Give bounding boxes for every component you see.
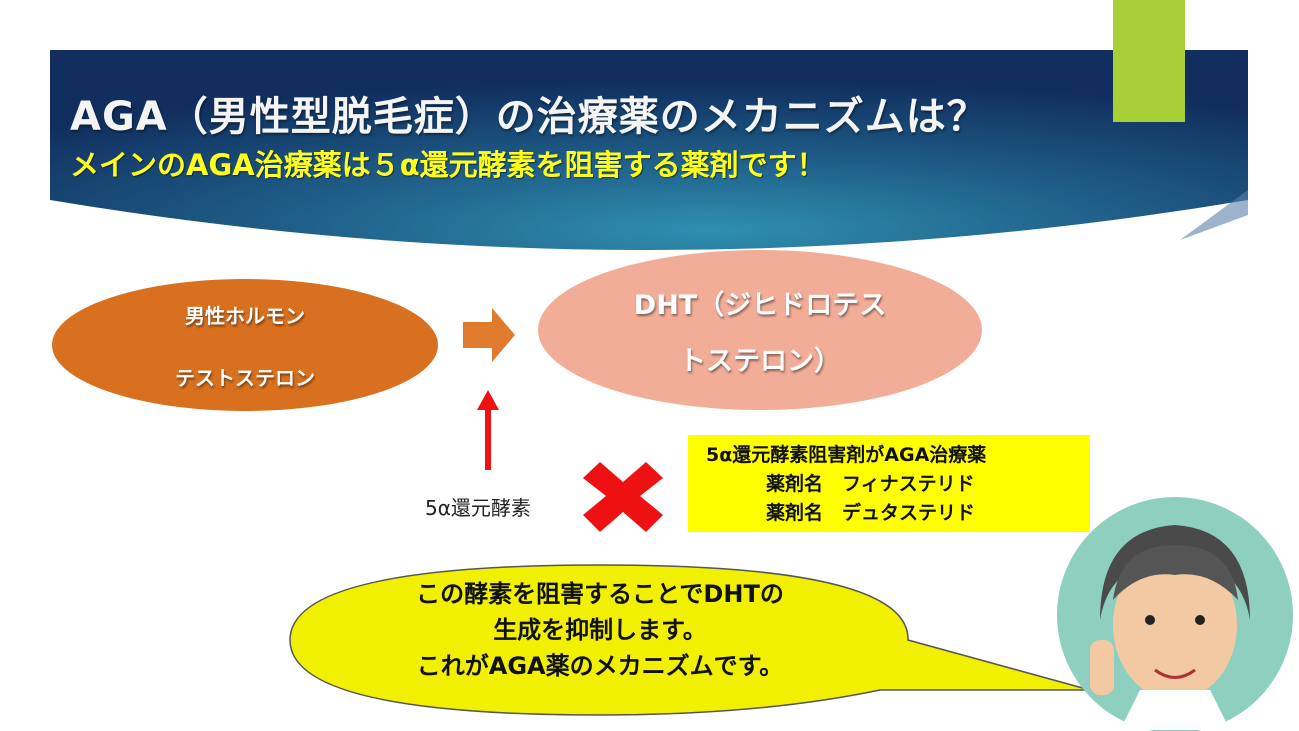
cross-icon (583, 462, 663, 532)
bubble-line3: これがAGA薬のメカニズムです。 (416, 652, 784, 680)
right-arrow-icon (463, 308, 515, 362)
testosterone-ellipse (52, 279, 438, 411)
green-accent-bar (1113, 0, 1185, 122)
info-line2: 薬剤名 フィナステリド (766, 473, 975, 495)
header-banner (50, 50, 1248, 250)
testosterone-line2: テストステロン (175, 366, 315, 390)
enzyme-label: 5α還元酵素 (425, 496, 531, 520)
dht-label: DHT（ジヒドロテス トステロン） (600, 278, 920, 390)
bubble-line1: この酵素を阻害することでDHTの (416, 580, 784, 608)
testosterone-line1: 男性ホルモン (185, 304, 305, 328)
up-arrow-icon (477, 390, 499, 470)
slide-title: AGA（男性型脱毛症）の治療薬のメカニズムは？ (70, 94, 988, 140)
doctor-avatar (1057, 497, 1293, 731)
dht-line1: DHT（ジヒドロテス (633, 290, 887, 321)
speech-bubble-text: この酵素を阻害することでDHTの 生成を抑制します。 これがAGA薬のメカニズム… (330, 576, 870, 684)
dht-line2: トステロン） (679, 346, 841, 377)
dht-ellipse (538, 250, 982, 410)
bubble-line2: 生成を抑制します。 (493, 616, 707, 644)
testosterone-label: 男性ホルモン テストステロン (100, 285, 390, 409)
info-line1: 5α還元酵素阻害剤がAGA治療薬 (706, 444, 987, 466)
inhibitor-info-box: 5α還元酵素阻害剤がAGA治療薬 薬剤名 フィナステリド 薬剤名 デュタステリド (688, 435, 1090, 532)
speech-bubble (289, 564, 1091, 716)
banner-corner-accent (1180, 190, 1248, 240)
info-line3: 薬剤名 デュタステリド (766, 502, 976, 524)
slide-subtitle: メインのAGA治療薬は５α還元酵素を阻害する薬剤です！ (70, 148, 826, 182)
